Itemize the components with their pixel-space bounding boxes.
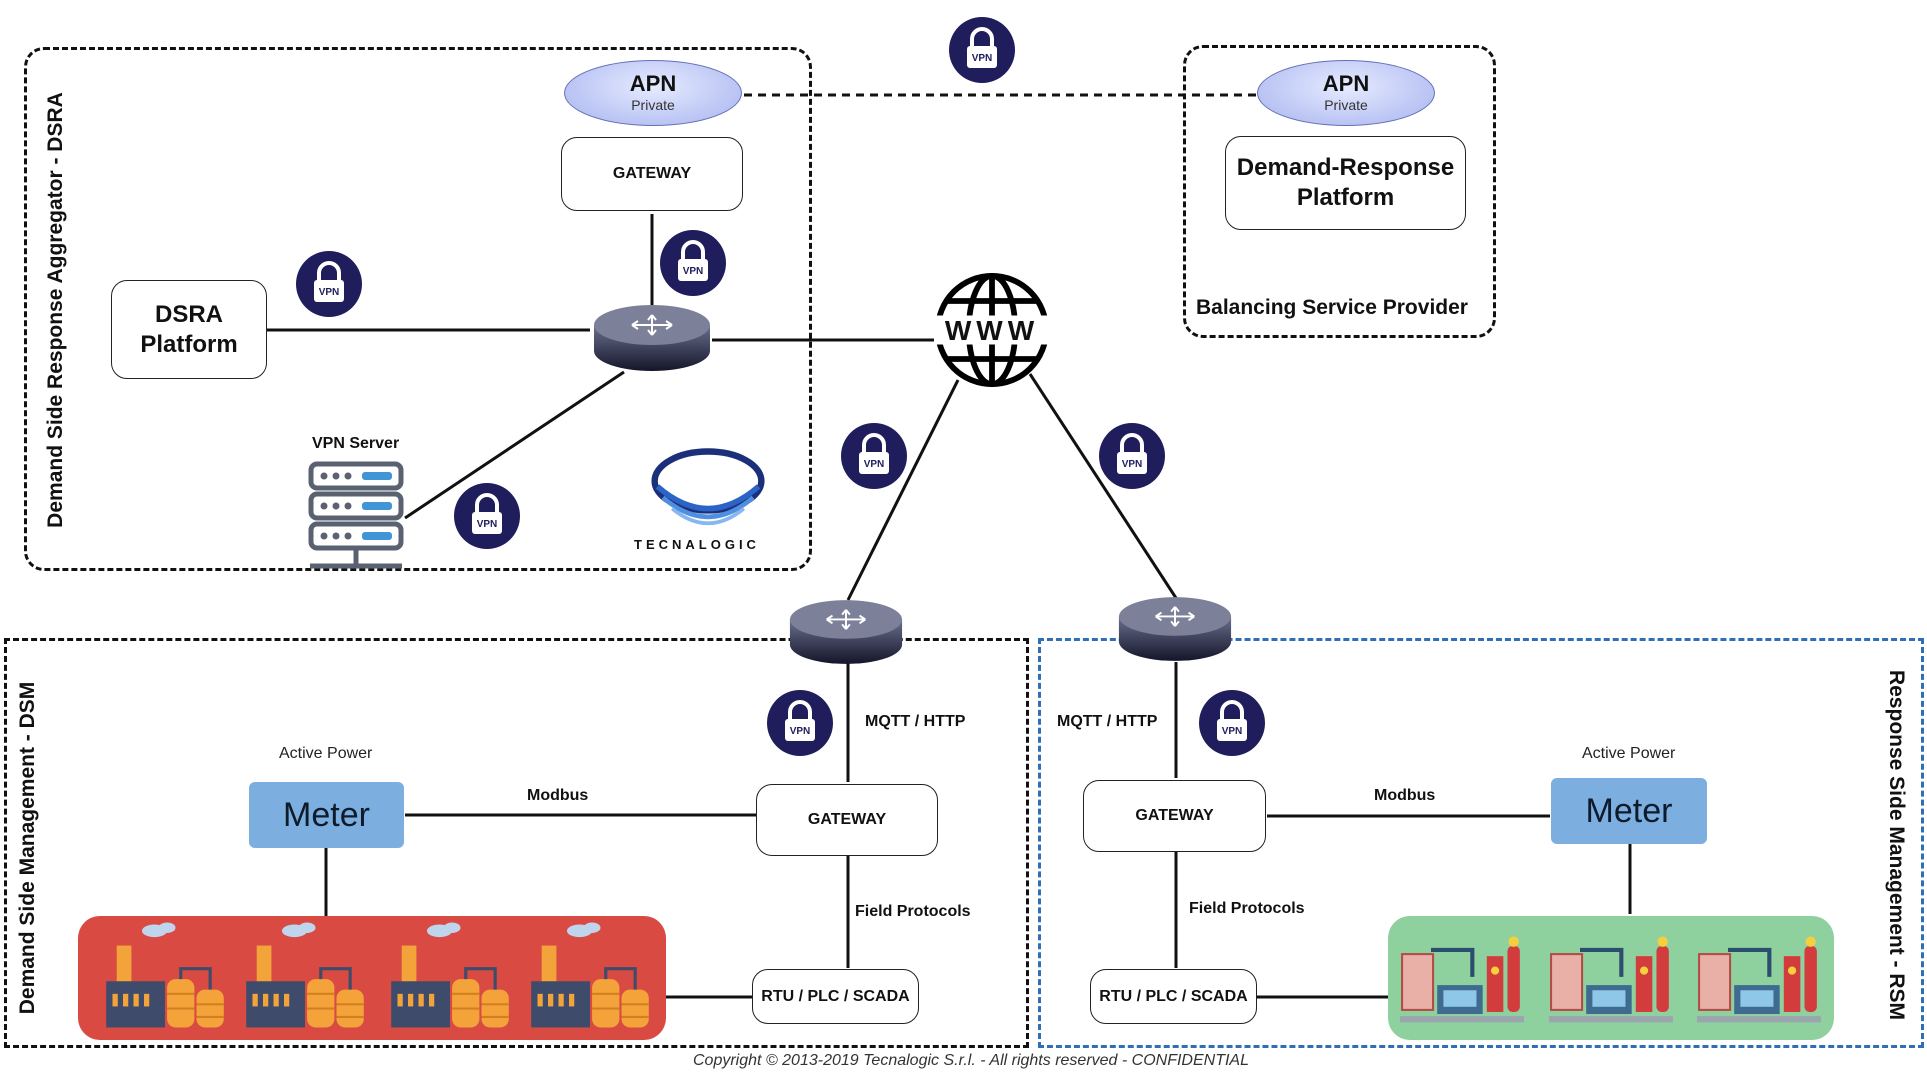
router-icon — [594, 305, 710, 371]
www-label: WWW — [944, 315, 1040, 346]
factory-icon — [106, 922, 224, 1028]
tecnalogic-logo-text: TECNALOGIC — [634, 537, 760, 552]
vpn-badge-text: VPN — [790, 726, 811, 737]
dsm-rtu-plc-scada: RTU / PLC / SCADA — [752, 969, 919, 1024]
server-icon — [308, 461, 404, 569]
bsp-zone-label: Balancing Service Provider — [1196, 296, 1468, 319]
vpn-badge-text: VPN — [864, 459, 885, 470]
rsm-field-protocols-label: Field Protocols — [1189, 900, 1305, 917]
gateway-top: GATEWAY — [561, 137, 743, 211]
apn-private-left: APN Private — [564, 60, 742, 126]
dsm-meter: Meter — [249, 782, 404, 848]
rsm-zone-label: Response Side Management - RSM — [1885, 669, 1908, 1021]
vpn-badge-text: VPN — [1222, 726, 1243, 737]
globe-icon — [934, 272, 1050, 388]
apn-subtitle: Private — [631, 97, 675, 113]
platform-name-line1: DSRA — [154, 300, 223, 328]
plant-machine-icon — [1697, 936, 1821, 1023]
vpn-lock-icon: VPN — [1098, 422, 1166, 490]
rsm-modbus-label: Modbus — [1374, 787, 1436, 804]
dsm-modbus-label: Modbus — [527, 787, 589, 804]
apn-private-right: APN Private — [1257, 60, 1435, 126]
vpn-badge-text: VPN — [972, 53, 993, 64]
bsp-zone — [1183, 45, 1496, 338]
router-icon — [789, 600, 903, 664]
dsra-zone-label: Demand Side Response Aggregator - DSRA — [44, 92, 67, 528]
vpn-lock-icon: VPN — [295, 250, 363, 318]
vpn-lock-icon: VPN — [1198, 689, 1266, 757]
dsm-zone-label: Demand Side Management - DSM — [16, 681, 39, 1015]
rsm-meter: Meter — [1551, 778, 1707, 844]
factory-icon — [531, 922, 649, 1028]
tecnalogic-logo-icon — [651, 448, 765, 526]
vpn-badge-text: VPN — [319, 287, 340, 298]
vpn-lock-icon: VPN — [766, 689, 834, 757]
dsm-active-power-label: Active Power — [279, 745, 373, 762]
dsm-zone — [4, 638, 1029, 1048]
vpn-lock-icon: VPN — [948, 16, 1016, 84]
vpn-server-label: VPN Server — [312, 435, 400, 452]
plant-machine-icon — [1400, 936, 1524, 1023]
rsm-protocol-up-label: MQTT / HTTP — [1057, 713, 1158, 730]
apn-title: APN — [1322, 71, 1370, 96]
router-icon — [1118, 597, 1232, 661]
vpn-lock-icon: VPN — [840, 422, 908, 490]
platform-name-line1: Demand-Response — [1236, 154, 1455, 181]
dsm-gateway: GATEWAY — [756, 784, 938, 856]
factory-icon — [391, 922, 509, 1028]
platform-name-line2: Platform — [140, 330, 238, 358]
rsm-active-power-label: Active Power — [1582, 745, 1676, 762]
copyright-notice: Copyright © 2013-2019 Tecnalogic S.r.l. … — [693, 1052, 1249, 1069]
vpn-badge-text: VPN — [683, 266, 704, 277]
apn-subtitle: Private — [1324, 97, 1368, 113]
platform-name-line2: Platform — [1296, 184, 1395, 211]
vpn-lock-icon: VPN — [453, 482, 521, 550]
dsm-protocol-up-label: MQTT / HTTP — [865, 713, 966, 730]
plant-machine-icon — [1549, 936, 1673, 1023]
rsm-zone — [1038, 638, 1924, 1048]
apn-title: APN — [629, 71, 677, 96]
vpn-badge-text: VPN — [1122, 459, 1143, 470]
rsm-gateway: GATEWAY — [1083, 780, 1266, 852]
factory-icon — [246, 922, 364, 1028]
vpn-badge-text: VPN — [477, 519, 498, 530]
dsra-platform: DSRA Platform — [111, 280, 267, 379]
dsra-zone — [24, 47, 812, 571]
dsm-field-protocols-label: Field Protocols — [855, 903, 971, 920]
demand-response-platform: Demand-Response Platform — [1225, 136, 1466, 230]
vpn-lock-icon: VPN — [659, 229, 727, 297]
rsm-rtu-plc-scada: RTU / PLC / SCADA — [1090, 969, 1257, 1024]
